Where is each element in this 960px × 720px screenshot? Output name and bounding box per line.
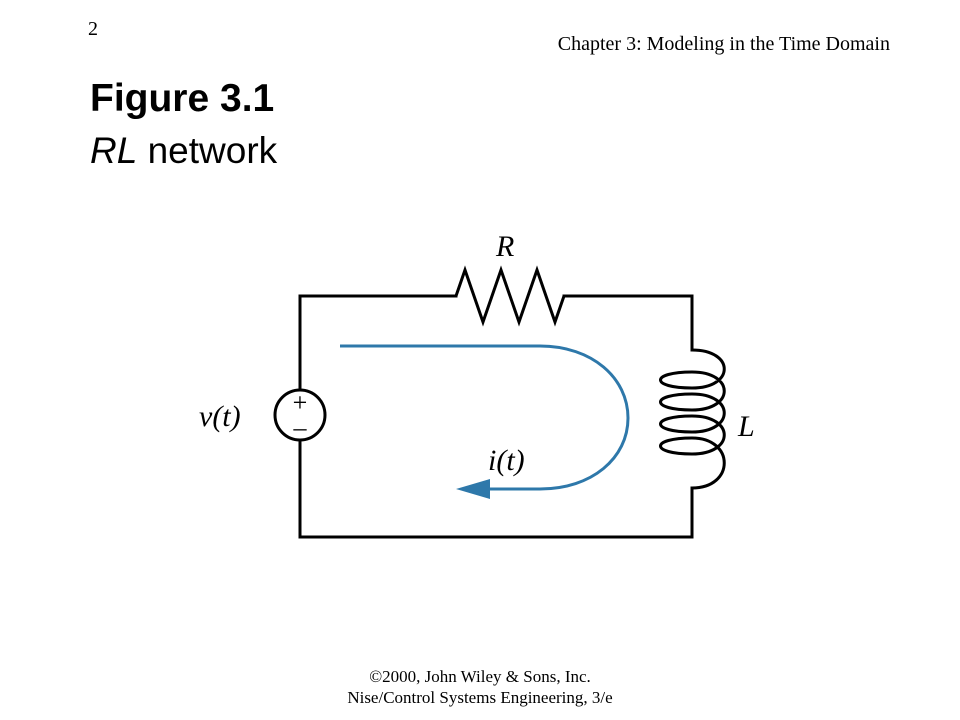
inductor-coil — [659, 348, 726, 490]
voltage-source-label: v(t) — [199, 400, 241, 433]
resistor-label: R — [495, 230, 514, 263]
source-plus-sign: + — [293, 388, 308, 417]
figure-caption-rest: network — [137, 130, 278, 171]
figure-caption-italic: RL — [90, 130, 138, 171]
voltage-source-symbol — [273, 388, 327, 442]
left-lower-wire — [298, 438, 694, 539]
circuit-wires — [298, 294, 694, 539]
top-left-wire — [298, 294, 458, 392]
current-arrow-head — [456, 479, 490, 499]
inductor-symbol — [659, 348, 726, 490]
figure-caption: RL network — [90, 130, 277, 172]
source-minus-sign: – — [293, 413, 308, 442]
footer: ©2000, John Wiley & Sons, Inc. Nise/Cont… — [0, 666, 960, 708]
book-reference-line: Nise/Control Systems Engineering, 3/e — [347, 688, 613, 707]
chapter-title: Chapter 3: Modeling in the Time Domain — [557, 33, 890, 55]
current-label: i(t) — [488, 444, 525, 477]
figure-title: Figure 3.1 — [90, 77, 275, 120]
resistor-symbol — [454, 265, 566, 327]
current-loop-path — [340, 344, 630, 491]
copyright-line: ©2000, John Wiley & Sons, Inc. — [369, 667, 591, 686]
page-number: 2 — [88, 18, 98, 40]
inductor-label: L — [737, 410, 755, 443]
top-right-wire — [562, 294, 694, 352]
